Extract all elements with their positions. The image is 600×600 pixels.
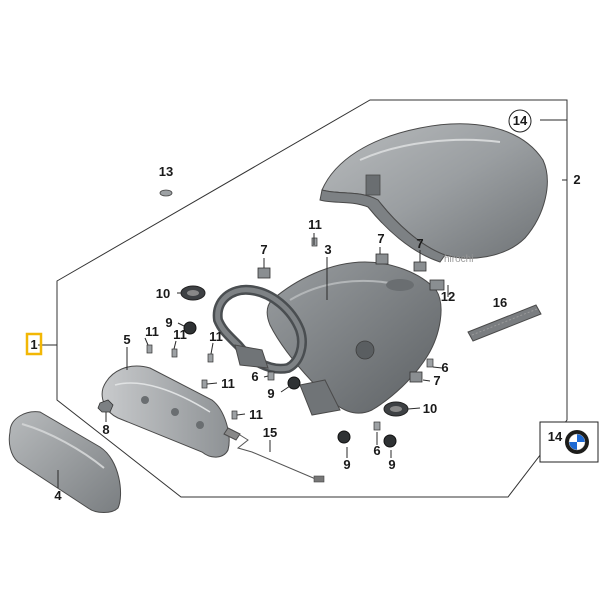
label-11-d[interactable]: 11	[221, 376, 235, 391]
label-11-c[interactable]: 11	[209, 329, 223, 344]
label-6-left[interactable]: 6	[251, 369, 258, 384]
label-5[interactable]: 5	[123, 332, 130, 347]
label-9-bottom-left[interactable]: 9	[343, 457, 350, 472]
label-10-left[interactable]: 10	[156, 286, 170, 301]
label-9-bottom-right[interactable]: 9	[388, 457, 395, 472]
label-16[interactable]: 16	[493, 295, 507, 310]
rear-pad	[8, 411, 121, 513]
bmw-badge[interactable]: 14	[539, 421, 599, 463]
screw-6-c	[373, 421, 381, 431]
label-10-right[interactable]: 10	[423, 401, 437, 416]
buffer-9-d	[383, 434, 397, 448]
rubber-strip	[467, 304, 542, 342]
label-15[interactable]: 15	[263, 425, 277, 440]
buffer-9-c	[337, 430, 351, 444]
watermark: hirochi	[444, 254, 473, 265]
buffer-9-a	[183, 321, 197, 335]
rear-bracket	[101, 365, 230, 458]
nut-8	[97, 399, 114, 413]
clip-12	[429, 279, 445, 291]
label-13[interactable]: 13	[159, 164, 173, 179]
frame-loop	[212, 284, 341, 416]
assembly-outline	[56, 99, 568, 498]
label-2[interactable]: 2	[573, 172, 580, 187]
cable	[223, 427, 325, 483]
buffer-9-b	[287, 376, 301, 390]
seat-base-frame	[266, 261, 442, 414]
badge-number: 14	[548, 429, 563, 444]
seat-cowl-cover	[319, 123, 548, 263]
screw-6-a	[267, 371, 275, 381]
label-4[interactable]: 4	[54, 488, 62, 503]
label-11-a[interactable]: 11	[145, 324, 159, 339]
leader-lines	[38, 119, 567, 488]
label-7-top-right[interactable]: 7	[416, 236, 423, 251]
clip-7-a	[257, 267, 271, 279]
label-7-right[interactable]: 7	[433, 373, 440, 388]
label-1[interactable]: 1	[30, 337, 37, 352]
label-7-left[interactable]: 7	[260, 242, 267, 257]
label-14[interactable]: 14	[513, 113, 528, 128]
item-1-highlight[interactable]	[25, 332, 43, 356]
washer-13	[159, 189, 173, 197]
label-9-left[interactable]: 9	[165, 315, 172, 330]
label-11-top[interactable]: 11	[308, 217, 322, 232]
label-6-bottom[interactable]: 6	[373, 443, 380, 458]
label-12[interactable]: 12	[441, 289, 455, 304]
screw-6-b	[426, 358, 434, 368]
label-7-mid[interactable]: 7	[377, 231, 384, 246]
label-8[interactable]: 8	[102, 422, 109, 437]
bmw-roundel-icon	[565, 430, 589, 454]
label-3[interactable]: 3	[324, 242, 331, 257]
label-11-b[interactable]: 11	[173, 327, 187, 342]
clip-7-c	[409, 371, 423, 383]
callout-14-circle	[508, 109, 532, 133]
label-6-right[interactable]: 6	[441, 360, 448, 375]
clip-7-b	[375, 253, 389, 265]
label-9-mid[interactable]: 9	[267, 386, 274, 401]
label-11-e[interactable]: 11	[249, 407, 263, 422]
